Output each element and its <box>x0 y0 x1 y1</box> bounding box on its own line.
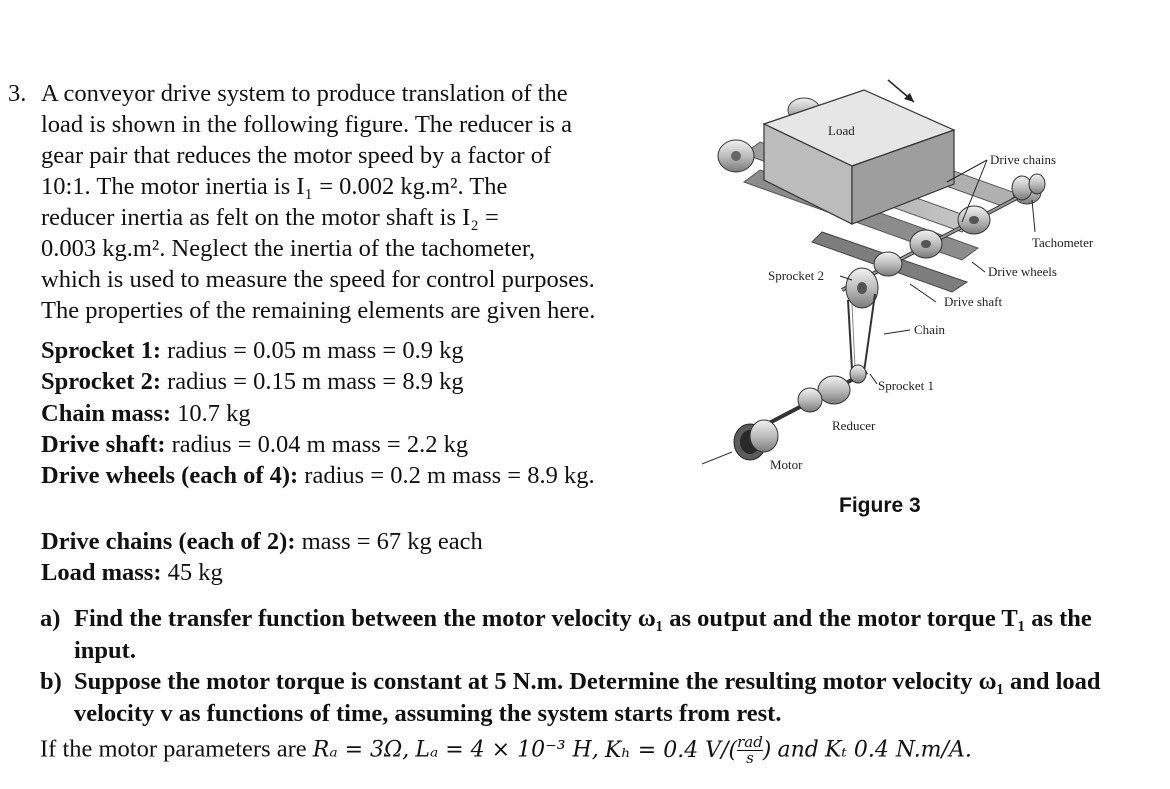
intro-line-6: 0.003 kg.m². Neglect the inertia of the … <box>41 235 536 262</box>
problem-intro: 3. A conveyor drive system to produce tra… <box>8 78 660 326</box>
figure-caption: Figure 3 <box>839 494 921 517</box>
label-tachometer: Tachometer <box>1032 235 1094 250</box>
label-sprocket1: Sprocket 1 <box>878 378 934 393</box>
property-drive-shaft: Drive shaft: radius = 0.04 m mass = 2.2 … <box>41 430 469 458</box>
problem-number: 3. <box>8 80 27 107</box>
intro-line-7: which is used to measure the speed for c… <box>41 266 595 293</box>
intro-line-3: gear pair that reduces the motor speed b… <box>41 142 552 169</box>
questions: a) Find the transfer function between th… <box>40 603 1150 729</box>
property-drive-chains: Drive chains (each of 2): mass = 67 kg e… <box>41 528 483 555</box>
param-ra: Rₐ = 3Ω, <box>312 737 410 763</box>
sprocket2-shape <box>845 267 879 309</box>
properties-list-continued: Drive chains (each of 2): mass = 67 kg e… <box>41 526 483 589</box>
motor-shape <box>701 419 779 465</box>
conveyor-figure: Load Drive chains Tachometer Drive wheel… <box>701 79 1094 472</box>
direction-arrow-icon <box>887 79 915 103</box>
label-load: Load <box>828 123 855 138</box>
property-sprocket2: Sprocket 2: radius = 0.15 m mass = 8.9 k… <box>41 368 464 396</box>
label-chain: Chain <box>914 322 946 337</box>
param-kt: Kₜ 0.4 N.m/A. <box>825 737 972 763</box>
label-drive-shaft: Drive shaft <box>944 294 1003 309</box>
question-b: b) Suppose the motor torque is constant … <box>40 668 1101 727</box>
label-sprocket2: Sprocket 2 <box>768 268 824 283</box>
intro-line-1: A conveyor drive system to produce trans… <box>41 80 568 107</box>
property-drive-wheels: Drive wheels (each of 4): radius = 0.2 m… <box>41 462 595 490</box>
motor-parameters: If the motor parameters are Rₐ = 3Ω, Lₐ … <box>40 733 972 767</box>
intro-line-2: load is shown in the following figure. T… <box>41 111 572 138</box>
intro-line-8: The properties of the remaining elements… <box>41 297 596 324</box>
properties-list: Sprocket 1: radius = 0.05 m mass = 0.9 k… <box>41 335 595 491</box>
chain-shape <box>847 293 876 373</box>
intro-line-4: 10:1. The motor inertia is I₁ = 0.002 kg… <box>41 173 508 200</box>
load-box <box>762 89 956 225</box>
property-chain-mass: Chain mass: 10.7 kg <box>41 399 251 427</box>
intro-line-5: reducer inertia as felt on the motor sha… <box>41 204 499 231</box>
label-reducer: Reducer <box>832 418 876 433</box>
front-left-roller <box>717 139 755 173</box>
label-drive-chains: Drive chains <box>990 152 1056 167</box>
property-sprocket1: Sprocket 1: radius = 0.05 m mass = 0.9 k… <box>41 337 464 364</box>
label-drive-wheels: Drive wheels <box>988 264 1057 279</box>
tachometer-shape <box>1011 173 1046 201</box>
question-a: a) Find the transfer function between th… <box>40 605 1092 664</box>
param-la: Lₐ = 4 × 10⁻³ H, <box>415 737 599 763</box>
label-motor: Motor <box>770 457 803 472</box>
property-load-mass: Load mass: 45 kg <box>41 559 223 587</box>
